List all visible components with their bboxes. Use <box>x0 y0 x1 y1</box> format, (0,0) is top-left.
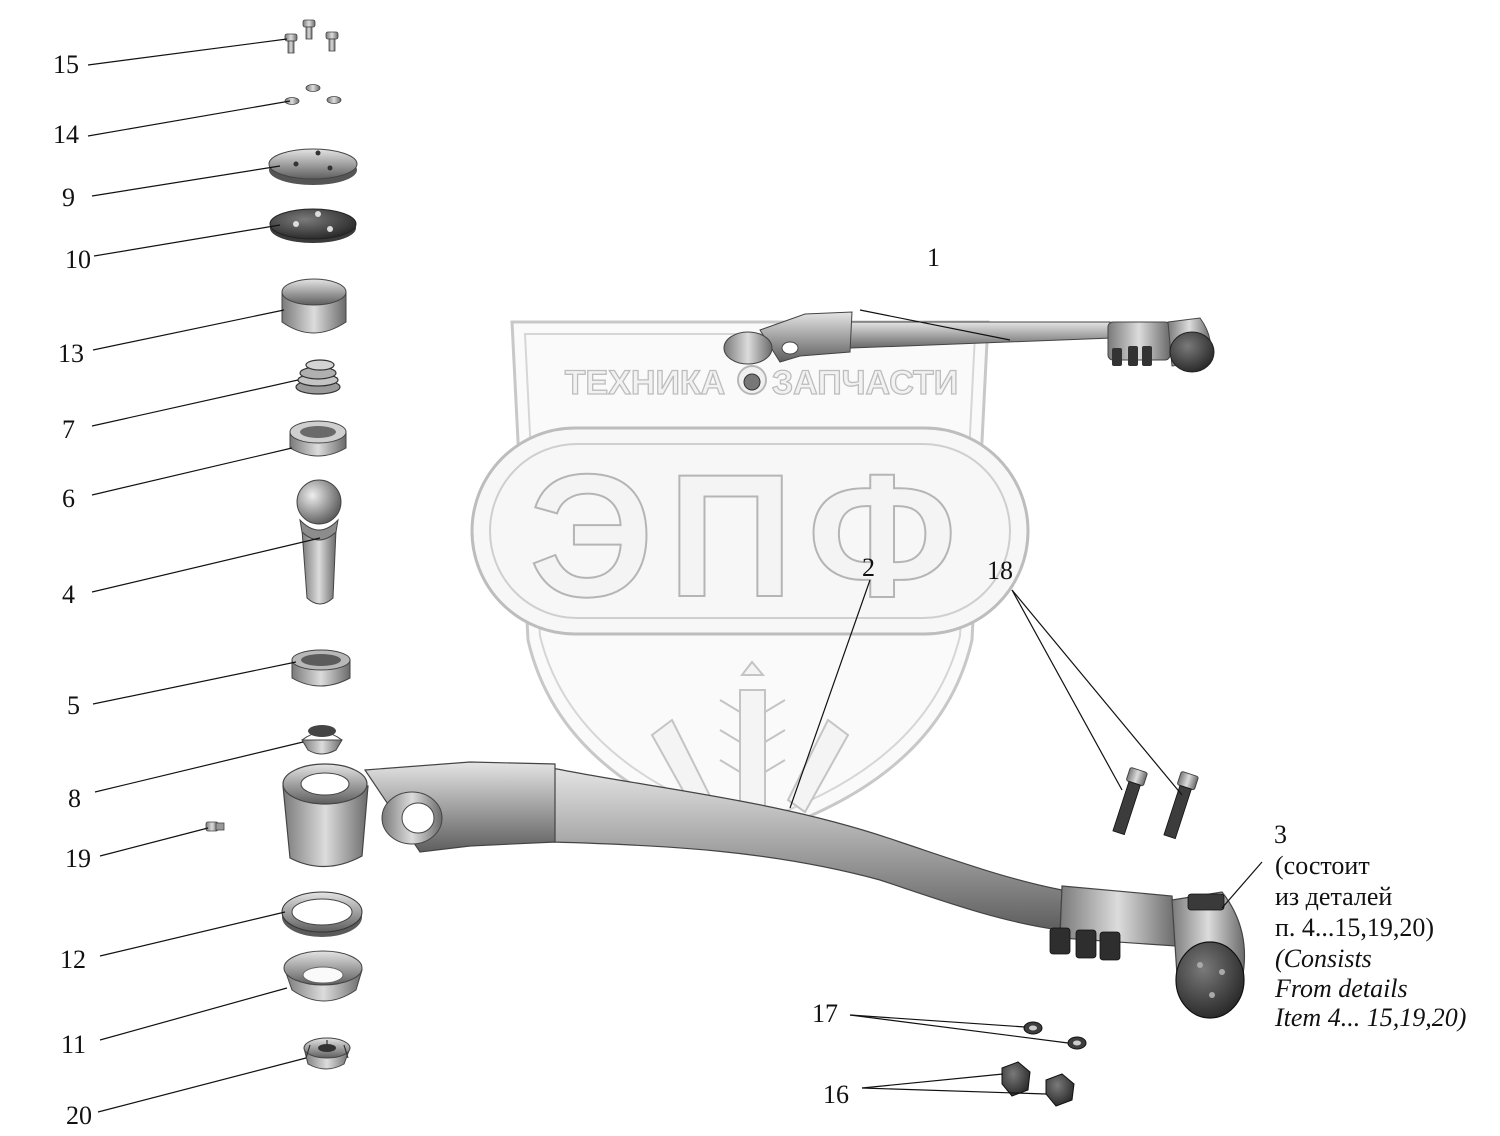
leader-lines <box>87 38 1263 1113</box>
callout-12: 12 <box>60 945 86 974</box>
note-ru-line-2: из деталей <box>1275 882 1392 911</box>
callout-9: 9 <box>62 183 75 212</box>
part-9-cover-plate <box>268 148 358 185</box>
item-3-note: (состоит из деталей п. 4...15,19,20) (Co… <box>1274 851 1466 1032</box>
callout-18: 18 <box>987 556 1013 585</box>
watermark-right-word: ЗАПЧАСТИ <box>772 364 958 402</box>
callout-13: 13 <box>58 339 84 368</box>
callout-19: 19 <box>65 844 91 873</box>
part-6-ring <box>289 420 347 457</box>
part-5-ring <box>291 649 351 687</box>
part-12-sealing-ring <box>281 891 363 937</box>
part-10-gasket <box>269 208 357 243</box>
part-8-seal <box>301 725 343 755</box>
callout-1: 1 <box>927 243 940 272</box>
callout-6: 6 <box>62 484 75 513</box>
part-20-castle-nut <box>303 1037 351 1070</box>
watermark: ТЕХНИКА ЗАПЧАСТИ ЭПФ <box>470 320 1030 840</box>
callout-2: 2 <box>862 553 875 582</box>
part-14-washers <box>284 84 342 105</box>
watermark-wheat-icon <box>650 660 850 821</box>
callout-14: 14 <box>53 120 79 149</box>
callout-7: 7 <box>62 415 75 444</box>
note-ru-line-3: п. 4...15,19,20) <box>1275 913 1434 942</box>
part-15-screws <box>284 19 339 54</box>
callout-15: 15 <box>53 50 79 79</box>
part-11-cup <box>283 950 363 1002</box>
part-1-tie-rod-assembly <box>723 311 1215 391</box>
part-18-bolts <box>1112 767 1199 840</box>
part-19-grease-fitting <box>205 821 225 832</box>
part-4-ball-pin <box>296 479 342 605</box>
callout-17: 17 <box>812 999 838 1028</box>
note-en-line-3: Item 4... 15,19,20) <box>1274 1003 1466 1032</box>
part-16-nuts <box>1001 1061 1075 1107</box>
callout-16: 16 <box>823 1080 849 1109</box>
callout-20: 20 <box>66 1101 92 1130</box>
part-2-tie-rod <box>282 761 1063 931</box>
watermark-oval-band <box>470 426 1030 636</box>
callout-11: 11 <box>61 1030 86 1059</box>
callout-10: 10 <box>65 245 91 274</box>
note-en-line-1: (Consists <box>1275 944 1372 973</box>
part-17-washers <box>1023 1021 1087 1050</box>
callout-8: 8 <box>68 784 81 813</box>
part-7-spring <box>295 359 341 395</box>
watermark-brand: ЭПФ <box>529 439 971 634</box>
part-3-ball-joint-head <box>1049 885 1245 1019</box>
watermark-left-word: ТЕХНИКА <box>565 364 725 402</box>
callout-5: 5 <box>67 691 80 720</box>
callout-3: 3 <box>1274 820 1287 849</box>
note-ru-line-1: (состоит <box>1275 851 1370 880</box>
callout-4: 4 <box>62 580 75 609</box>
part-13-cap <box>281 278 347 334</box>
note-en-line-2: From details <box>1274 974 1408 1003</box>
callout-labels: 15 14 9 10 13 7 6 4 5 8 19 12 11 20 1 2 … <box>53 50 1287 1130</box>
